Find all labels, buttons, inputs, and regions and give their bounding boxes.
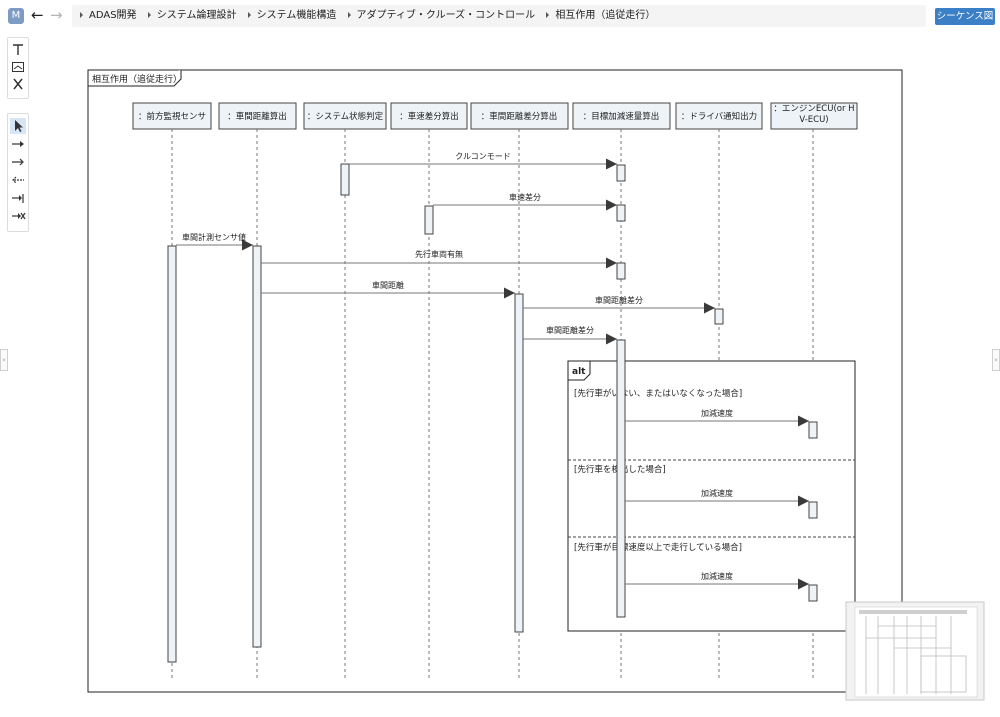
lifeline-sensor[interactable]: ：前方監視センサ [132,102,212,130]
activation-bar[interactable] [808,584,818,602]
breadcrumb-item[interactable]: アダプティブ・クルーズ・コントロール [347,5,535,27]
top-bar: M ← → ADAS開発 システム論理設計 システム機能構造 アダプティブ・クル… [0,0,1000,32]
message-label: 車速差分 [509,192,541,202]
tool-palette-messages [7,113,29,232]
chevron-right-icon [147,12,151,18]
activation-bar[interactable] [167,245,177,663]
lifeline-label: ：エンジンECU(or HV-ECU) [773,104,855,125]
message-arrow[interactable]: 車速差分 [433,192,617,211]
message-arrow[interactable]: 加減速度 [625,488,809,507]
message-arrow[interactable]: 加減速度 [625,571,809,590]
scissors-icon[interactable] [10,76,26,92]
left-panel-toggle[interactable]: ‹ [0,349,8,371]
async-message-icon[interactable] [10,154,26,170]
overview-minimap[interactable] [845,601,985,701]
app-badge[interactable]: M [8,8,24,24]
alt-guard: [先行車が目標速度以上で走行している場合] [574,542,742,553]
message-arrow[interactable]: 車間距離 [261,280,515,299]
messages: クルコンモード 車速差分 車間計測センサ値 先行車両有無 車間距離 車間距離差分… [176,152,809,590]
chevron-right-icon [247,12,251,18]
message-arrow[interactable]: 先行車両有無 [261,249,617,269]
breadcrumb-item[interactable]: ADAS開発 [80,5,137,27]
alt-operator-label: alt [572,367,586,377]
lifeline-target[interactable]: ：目標加減速量算出 [572,102,671,130]
back-arrow-icon[interactable]: ← [31,6,44,24]
activation-bar[interactable] [616,164,626,182]
message-label: 車間距離差分 [595,295,643,305]
sync-message-icon[interactable] [10,136,26,152]
activation-bar[interactable] [340,163,350,196]
activation-bar[interactable] [616,262,626,280]
message-label: 先行車両有無 [415,249,463,259]
chevron-right-icon [80,12,83,18]
message-label: 加減速度 [701,571,733,581]
sequence-diagram-button[interactable]: シーケンス図 [935,8,995,25]
lifeline-sysstate[interactable]: ：システム状態判定 [303,102,387,130]
message-label: クルコンモード [455,152,511,161]
activation-bar[interactable] [616,339,626,618]
chevron-right-icon [546,12,550,18]
lifeline-distcalc[interactable]: ：車間距離算出 [218,102,297,130]
message-arrow[interactable]: 車間距離差分 [523,295,715,314]
message-arrow[interactable]: 車間距離差分 [523,325,617,345]
activation-bars [167,163,818,663]
frame-label: 相互作用（追従走行） [92,73,182,85]
tool-palette-general [7,37,29,99]
text-tool-icon[interactable] [10,42,26,58]
lifeline-label: ：車間距離算出 [227,111,287,122]
activation-bar[interactable] [714,308,724,325]
lifeline-label: ：車速差分算出 [399,111,459,122]
message-arrow[interactable]: 加減速度 [625,408,809,427]
lifeline-label-wrap: ：エンジンECU(or HV-ECU) [773,104,855,125]
lifeline-label: ：車間距離差分算出 [481,111,558,122]
lifeline-engine[interactable]: ：エンジンECU(or HV-ECU) [770,102,858,130]
activation-bar[interactable] [616,204,626,222]
message-label: 車間計測センサ値 [182,232,246,242]
interaction-frame[interactable]: 相互作用（追従走行） [87,69,903,693]
message-label: 加減速度 [701,408,733,418]
chevron-right-icon [347,12,351,18]
lifeline-label: ：前方監視センサ [138,111,206,122]
lifeline-label: ：ドライバ通知出力 [681,111,757,122]
note-tool-icon[interactable] [10,59,26,75]
activation-bar[interactable] [808,501,818,519]
lifeline-label: ：目標加減速量算出 [583,111,660,122]
message-label: 加減速度 [701,488,733,498]
lifeline-driver[interactable]: ：ドライバ通知出力 [675,102,763,130]
message-arrow[interactable]: クルコンモード [349,152,617,170]
breadcrumb: ADAS開発 システム論理設計 システム機能構造 アダプティブ・クルーズ・コント… [72,5,926,27]
lifeline-speeddiff[interactable]: ：車速差分算出 [390,102,468,130]
lifeline-label: ：システム状態判定 [307,111,384,122]
breadcrumb-item[interactable]: システム論理設計 [147,5,236,27]
message-label: 車間距離差分 [546,325,594,335]
destroy-message-icon[interactable] [10,208,26,224]
select-pointer-icon[interactable] [10,118,26,134]
forward-arrow-icon[interactable]: → [50,6,63,24]
reply-message-icon[interactable] [10,172,26,188]
breadcrumb-item[interactable]: 相互作用（追従走行） [546,5,655,27]
message-label: 車間距離 [372,280,404,290]
lifeline-distdiff[interactable]: ：車間距離差分算出 [470,102,569,130]
breadcrumb-item[interactable]: システム機能構造 [247,5,336,27]
activation-bar[interactable] [424,205,434,235]
activation-bar[interactable] [514,293,524,633]
activation-bar[interactable] [252,245,262,648]
activation-bar[interactable] [808,421,818,439]
alt-guard: [先行車がいない、またはいなくなった場合] [574,388,742,399]
create-message-icon[interactable] [10,190,26,206]
message-arrow[interactable]: 車間計測センサ値 [176,232,253,251]
